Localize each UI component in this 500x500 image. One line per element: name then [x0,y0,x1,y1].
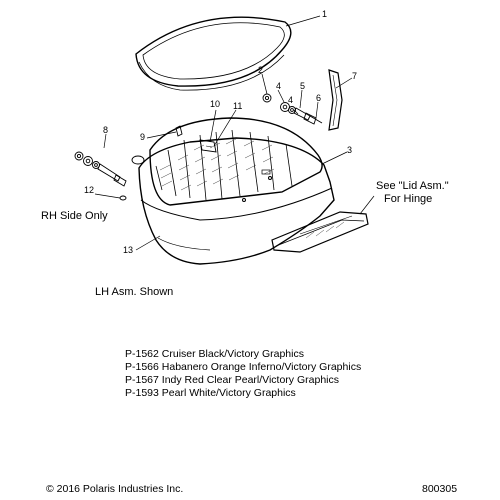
part-number-line: P-1562 Cruiser Black/Victory Graphics [125,348,304,360]
hardware-stack-left [74,151,145,201]
callout-3: 3 [347,145,353,155]
callout-10: 10 [210,99,221,109]
callout-1: 1 [322,9,328,19]
callout-9: 9 [140,132,146,142]
callout-12: 12 [84,185,95,195]
leader-lines [94,15,375,251]
note-lh-asm-shown: LH Asm. Shown [95,286,174,298]
callout-4-lower: 4 [288,95,294,105]
callout-11: 11 [233,101,243,111]
part-number-line: P-1593 Pearl White/Victory Graphics [125,387,296,399]
hardware-stack-right [262,93,323,125]
drawing-id: 800305 [422,483,458,495]
callout-7: 7 [352,71,358,81]
saddlebag-body-part-3 [138,117,335,265]
callout-4-upper: 4 [276,81,282,91]
hinge-assembly [271,211,369,253]
part-number-line: P-1566 Habanero Orange Inferno/Victory G… [125,361,362,373]
part-number-line: P-1567 Indy Red Clear Pearl/Victory Grap… [125,374,339,386]
callout-2: 2 [258,65,264,75]
callout-13: 13 [123,245,134,255]
note-rh-side-only: RH Side Only [41,210,108,222]
copyright-notice: © 2016 Polaris Industries Inc. [46,483,184,495]
lid-seal-part-1 [135,16,292,91]
note-see-lid-asm: See "Lid Asm." [376,180,449,192]
callout-8: 8 [103,125,109,135]
callout-5: 5 [300,81,306,91]
note-for-hinge: For Hinge [384,193,433,205]
callout-6: 6 [316,93,322,103]
trim-strip-part-7 [328,69,343,131]
